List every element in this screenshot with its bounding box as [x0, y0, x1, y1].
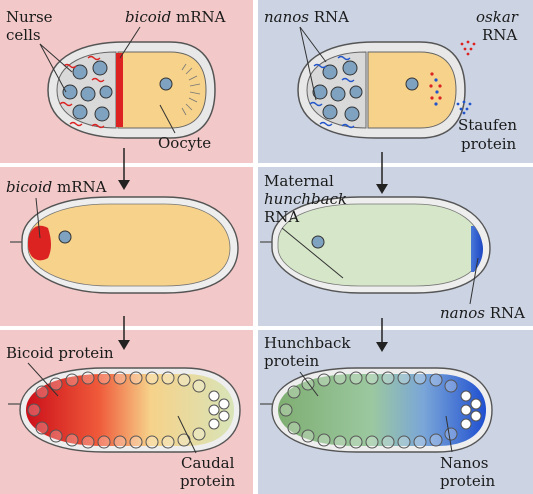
nurse-cell-nanos-squiggles	[309, 55, 355, 129]
label-nanos-rna-middle: nanos RNA	[440, 304, 525, 322]
down-arrow-icon	[118, 148, 130, 190]
oocyte	[117, 51, 207, 129]
oocyte-nucleus-right	[405, 77, 419, 91]
rna-suffix: RNA	[309, 8, 349, 26]
oskar-rna-legend-dots	[460, 40, 476, 56]
label-oskar-rna: RNA	[482, 26, 517, 44]
label-oskar-gene: oskar	[476, 8, 519, 26]
hunchback-rna-cytoplasm	[277, 203, 483, 287]
nurse-cell-nuclei-right	[312, 60, 363, 122]
hunchback-protein-line-1: Hunchback	[264, 334, 351, 352]
oocyte-nucleus-right-middle	[311, 235, 325, 249]
label-bicoid-mrna-top: bicoid mRNA	[125, 8, 226, 26]
bicoid-protein-gradient	[26, 374, 234, 446]
rna-suffix-middle: RNA	[485, 304, 525, 322]
peripheral-nuclei-left	[27, 371, 206, 449]
staufen-protein-legend-dots	[456, 100, 472, 115]
down-arrow-icon	[376, 152, 388, 194]
bicoid-gene-name: bicoid	[125, 8, 171, 26]
column-divider	[253, 0, 258, 494]
down-arrow-icon	[118, 316, 130, 350]
nanos-protein-line-1: Nanos	[440, 454, 488, 472]
peripheral-nuclei-right	[279, 371, 458, 449]
bicoid-gene-name-middle: bicoid	[6, 178, 52, 196]
mrna-suffix-middle: mRNA	[52, 178, 106, 196]
staufen-line-1: Staufen	[458, 116, 517, 134]
anterior-bicoid-mrna	[116, 53, 123, 127]
label-oocyte: Oocyte	[158, 134, 211, 152]
follicle-cells	[181, 63, 201, 116]
posterior-oskar-nanos-dots	[429, 72, 442, 106]
staufen-line-2: protein	[461, 135, 517, 153]
nanos-gene-name-middle: nanos	[440, 304, 485, 322]
label-bicoid-mrna-middle: bicoid mRNA	[6, 178, 107, 196]
row-divider-bottom	[0, 326, 533, 330]
nanos-gene-name: nanos	[264, 8, 309, 26]
posterior-nanos-rna	[471, 226, 483, 272]
row-divider-top	[0, 163, 533, 167]
nurse-cell-mrna-squiggles	[59, 55, 105, 129]
nanos-protein-line-2: protein	[440, 472, 496, 490]
label-bicoid-protein: Bicoid protein	[6, 344, 114, 362]
mrna-suffix: mRNA	[171, 8, 225, 26]
embryo-bicoid-gradient: Bicoid protein Caudal protein	[6, 344, 241, 490]
caudal-line-2: protein	[180, 472, 236, 490]
label-hunchback-gene: hunchback	[264, 190, 347, 208]
down-arrow-icon	[376, 318, 388, 352]
label-nanos-rna-top: nanos RNA	[264, 8, 349, 26]
egg-nanos-localized: Maternal hunchback RNA nanos RNA	[260, 172, 525, 322]
egg-chamber-nanos: nanos RNA oskar RNA Staufen protein	[264, 8, 519, 153]
nurse-cells-line-1: Nurse	[6, 8, 53, 26]
egg-bicoid-localized: bicoid mRNA	[6, 178, 239, 294]
embryo-nanos-gradient: Hunchback protein Nanos protein	[260, 334, 496, 490]
hunchback-nanos-gradient	[278, 374, 486, 446]
label-nurse-cells: Nurse cells	[6, 8, 73, 93]
pole-cells-left	[208, 390, 230, 430]
pole-cells-right	[460, 390, 482, 430]
egg-yolk	[27, 203, 231, 287]
label-hunchback-rna: RNA	[264, 208, 299, 226]
label-maternal: Maternal	[264, 172, 334, 190]
caudal-line-1: Caudal	[181, 454, 235, 472]
nurse-cell-nuclei	[62, 60, 113, 122]
egg-chamber-bicoid: Nurse cells bicoid mRNA Oocyte	[6, 8, 226, 152]
oocyte-nucleus	[159, 77, 173, 91]
nurse-cells-line-2: cells	[6, 26, 41, 44]
hunchback-protein-line-2: protein	[264, 352, 320, 370]
oocyte-nucleus-middle	[58, 230, 72, 244]
anterior-bicoid-mrna-patch	[28, 225, 51, 261]
